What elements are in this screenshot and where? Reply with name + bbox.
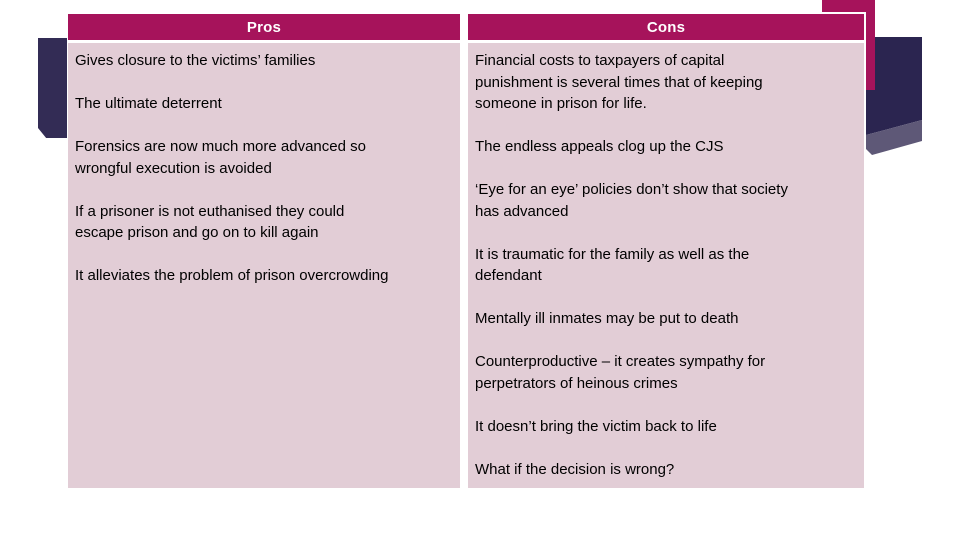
pros-item: Gives closure to the victims’ families <box>75 52 316 69</box>
cons-item: The endless appeals clog up the CJS <box>475 138 724 155</box>
cons-item: ‘Eye for an eye’ policies don’t show tha… <box>475 181 788 220</box>
table-header-row: Pros Cons <box>68 14 864 40</box>
pros-item: Forensics are now much more advanced so … <box>75 138 366 177</box>
pros-cons-table: Pros Cons Gives closure to the victims’ … <box>68 14 864 488</box>
cons-item: What if the decision is wrong? <box>475 460 675 478</box>
left-accent-bar <box>38 38 67 138</box>
cons-header-cell: Cons <box>468 14 864 40</box>
cons-item: Counterproductive – it creates sympathy … <box>475 353 766 392</box>
cons-item: It doesn’t bring the victim back to life <box>475 417 717 435</box>
cons-item: Mentally ill inmates may be put to death <box>475 310 739 327</box>
top-right-flag-strip <box>866 0 875 90</box>
cons-item: It is traumatic for the family as well a… <box>475 245 750 285</box>
pros-cell: Gives closure to the victims’ families T… <box>68 43 460 488</box>
right-accent-block <box>866 37 922 155</box>
top-right-flag-cap <box>822 0 875 12</box>
cons-item: Financial costs to taxpayers of capital … <box>475 52 763 112</box>
pros-item: The ultimate deterrent <box>75 95 222 112</box>
pros-item: It alleviates the problem of prison over… <box>75 267 389 284</box>
cons-cell: Financial costs to taxpayers of capital … <box>468 43 864 488</box>
pros-header-cell: Pros <box>68 14 460 40</box>
pros-item: If a prisoner is not euthanised they cou… <box>75 202 345 242</box>
table-body-row: Gives closure to the victims’ families T… <box>68 43 864 488</box>
